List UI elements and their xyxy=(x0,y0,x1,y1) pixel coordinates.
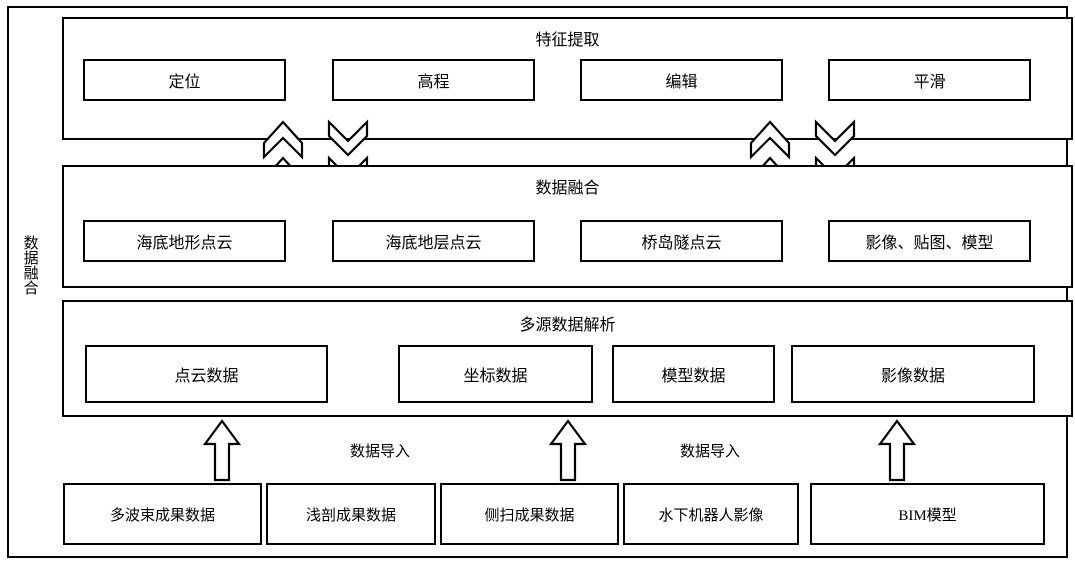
item-box-seabed-strata-point-cloud[interactable]: 海底地层点云 xyxy=(332,220,535,262)
layer-title-data-fusion: 数据融合 xyxy=(535,180,600,197)
item-box-model-data[interactable]: 模型数据 xyxy=(612,345,775,403)
block-arrow-up-middle xyxy=(548,419,588,482)
source-box-side-scan-results[interactable]: 侧扫成果数据 xyxy=(440,483,619,545)
item-box-coordinate-data[interactable]: 坐标数据 xyxy=(398,345,593,403)
side-label-data-fusion: 数据融合 xyxy=(21,235,38,295)
source-box-bim-model[interactable]: BIM模型 xyxy=(810,483,1045,545)
item-box-elevation[interactable]: 高程 xyxy=(332,59,535,101)
item-box-edit[interactable]: 编辑 xyxy=(580,59,783,101)
connector-label-data-import-right: 数据导入 xyxy=(679,444,740,460)
source-box-multibeam-results[interactable]: 多波束成果数据 xyxy=(63,483,262,545)
item-box-smoothing[interactable]: 平滑 xyxy=(828,59,1031,101)
item-box-point-cloud-data[interactable]: 点云数据 xyxy=(85,345,328,403)
block-arrow-up-right xyxy=(877,419,917,482)
connector-label-data-import-left: 数据导入 xyxy=(349,444,410,460)
block-arrow-up-left xyxy=(202,419,242,482)
item-box-bridge-island-tunnel-point-cloud[interactable]: 桥岛隧点云 xyxy=(580,220,783,262)
layer-title-multi-source-parsing: 多源数据解析 xyxy=(519,317,616,334)
item-box-image-data[interactable]: 影像数据 xyxy=(791,345,1035,403)
item-box-seabed-terrain-point-cloud[interactable]: 海底地形点云 xyxy=(83,220,286,262)
source-box-underwater-robot-imagery[interactable]: 水下机器人影像 xyxy=(623,483,799,545)
layer-title-feature-extraction: 特征提取 xyxy=(535,32,600,49)
source-box-sub-bottom-profile-results[interactable]: 浅剖成果数据 xyxy=(266,483,436,545)
item-box-positioning[interactable]: 定位 xyxy=(83,59,286,101)
item-box-image-texture-model[interactable]: 影像、贴图、模型 xyxy=(828,220,1031,262)
